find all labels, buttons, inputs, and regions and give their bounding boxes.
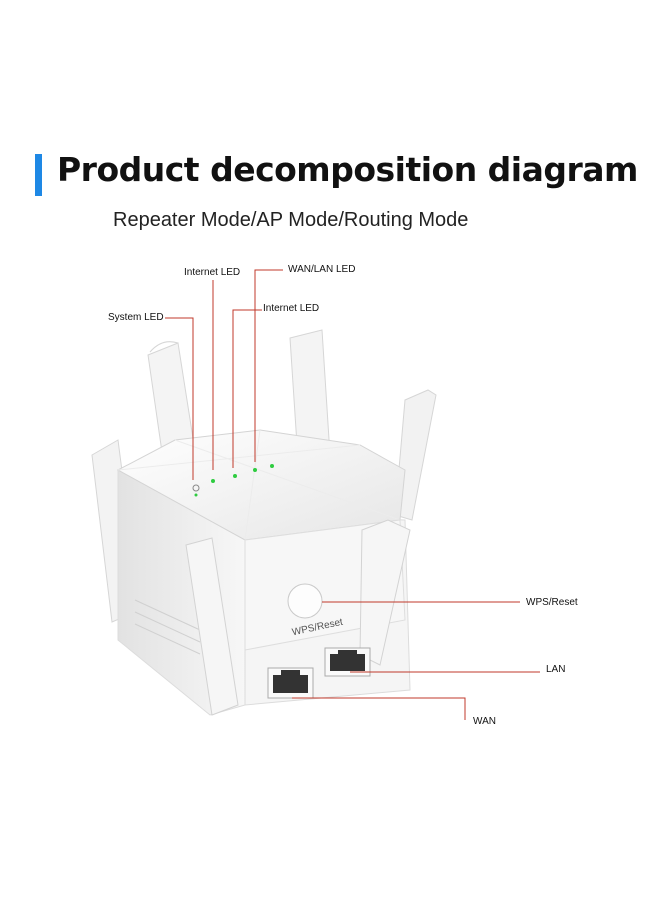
callout-internet-led: Internet LED: [184, 267, 241, 278]
callout-lan: LAN: [546, 664, 566, 675]
page-title: Product decomposition diagram: [57, 150, 638, 189]
internet-led-2-icon: [233, 474, 237, 478]
callout-internet-led-2: Internet LED: [263, 303, 320, 314]
wan-port: [267, 667, 314, 699]
title-accent-bar: [35, 154, 42, 196]
leader-internet-led-2: [232, 309, 262, 468]
wan-lan-led-icon: [253, 468, 257, 472]
callout-wps-reset: WPS/Reset: [526, 597, 578, 608]
antenna-front-left: [185, 537, 239, 716]
leader-wan-lan-led: [254, 269, 283, 462]
page-subtitle: Repeater Mode/AP Mode/Routing Mode: [113, 209, 469, 231]
internet-led-icon: [211, 479, 215, 483]
leader-wan: [292, 697, 466, 720]
led-indicators: [192, 464, 274, 497]
callout-system-led: System LED: [108, 312, 164, 323]
antenna-front-right: [359, 519, 411, 666]
callout-wan: WAN: [473, 716, 496, 727]
callout-wan-lan-led: WAN/LAN LED: [288, 264, 356, 275]
system-led-icon: [192, 484, 200, 492]
led-extra-icon: [270, 464, 274, 468]
callout-lines: [165, 269, 540, 720]
leader-system-led: [165, 317, 194, 480]
lan-port: [324, 647, 371, 677]
